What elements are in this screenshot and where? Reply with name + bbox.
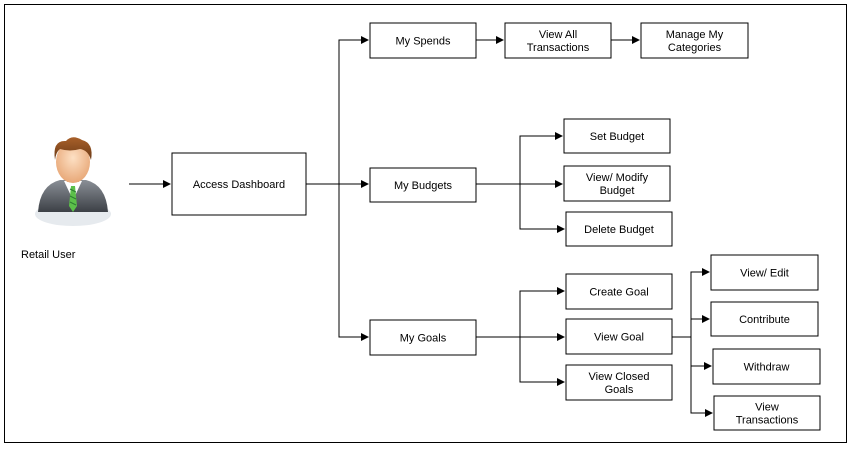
node-contribute: Contribute [710,301,819,337]
node-access: Access Dashboard [171,152,307,216]
node-label: Set Budget [590,131,644,143]
node-label: View/ Modify [586,172,649,184]
node-label: Transactions [527,42,590,54]
node-viewgoal: View Goal [565,318,673,355]
node-label: My Goals [400,333,447,345]
node-label: View [755,402,779,414]
node-goals: My Goals [369,319,477,356]
arrow-viewgoal-to-withdraw [690,337,712,370]
node-label: Transactions [736,415,799,427]
node-creategoal: Create Goal [565,273,673,310]
node-label: Manage My [666,29,724,41]
node-label: Withdraw [744,362,790,374]
node-viewedit: View/ Edit [710,254,819,291]
node-delbudget: Delete Budget [565,211,673,247]
node-label: Budget [600,185,635,197]
user-avatar-icon [35,137,111,226]
arrow-budgets-to-delbudget [519,184,565,233]
node-label: View Closed [589,371,650,383]
node-label: Categories [668,42,722,54]
arrow-budgets-to-setbudget [519,132,563,184]
node-label: My Budgets [394,180,453,192]
connectors [129,36,713,417]
arrow-goals-to-closedgoals [519,337,565,386]
node-label: View/ Edit [740,268,789,280]
node-setbudget: Set Budget [563,118,671,154]
user-label: Retail User [21,249,76,261]
arrow-viewgoal-to-viewtxn [690,366,713,417]
arrow-viewgoal-to-contribute [672,315,710,338]
node-withdraw: Withdraw [712,348,821,385]
node-label: Access Dashboard [193,179,285,191]
arrow-viewgoal-to-viewedit [690,268,710,319]
node-label: My Spends [395,36,451,48]
arrow-access-to-goals [338,184,369,341]
diagram-frame [4,4,847,443]
node-budgets: My Budgets [369,167,477,203]
arrow-goals-to-creategoal [519,287,565,337]
node-spends: My Spends [369,22,477,59]
node-label: Contribute [739,314,790,326]
arrow-access-to-spends [306,36,369,185]
node-label: Goals [605,384,634,396]
node-label: Delete Budget [584,224,654,236]
node-label: Create Goal [589,287,648,299]
node-label: View Goal [594,332,644,344]
node-label: View All [539,29,577,41]
